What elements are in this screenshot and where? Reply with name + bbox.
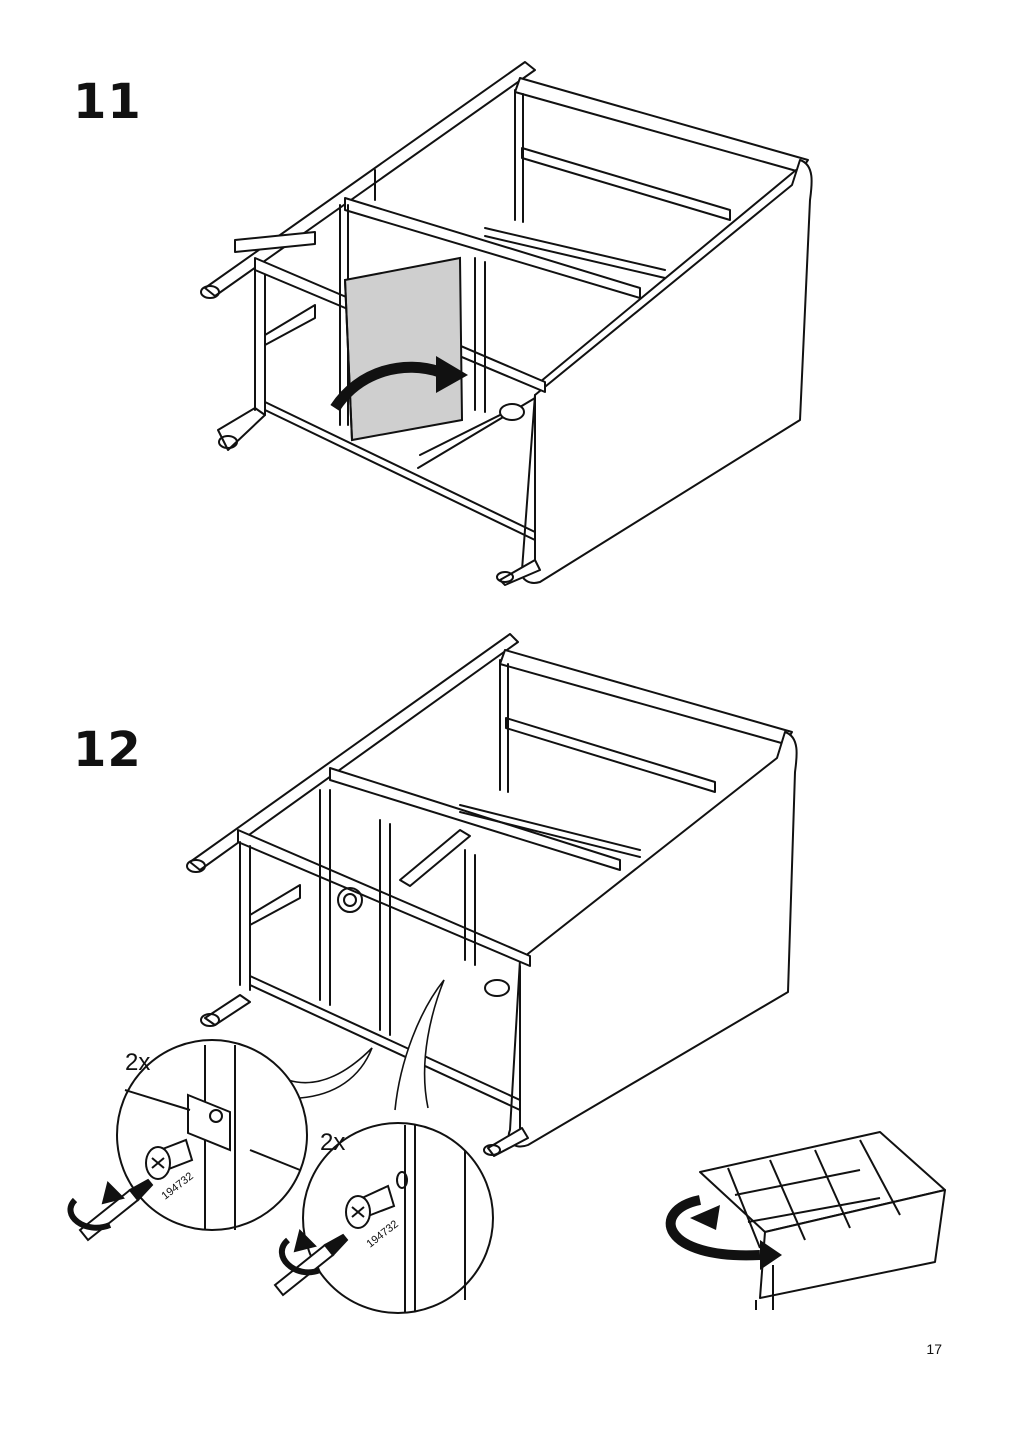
- quantity-label-1: 2x: [125, 1049, 150, 1076]
- detail-leader-lines: [287, 979, 445, 1111]
- detail-view-1: 194732 2x: [116, 1039, 308, 1231]
- rotate-arrow-icon: [330, 356, 468, 412]
- drawer-panel: [343, 256, 464, 442]
- step-12-frame-illustration: [186, 633, 798, 1157]
- step-number-11: 11: [73, 74, 142, 130]
- flip-over-icon: [665, 1195, 782, 1270]
- screwdriver-icon: [273, 1229, 349, 1297]
- screw-icon: [145, 1138, 194, 1180]
- quantity-label-2: 2x: [320, 1129, 345, 1156]
- detail-view-2: 194732 2x: [302, 1122, 494, 1314]
- step-11-frame-illustration: [200, 61, 813, 586]
- screw-icon: [345, 1184, 396, 1229]
- step-number-12: 12: [73, 722, 142, 778]
- screwdriver-icon: [67, 1178, 154, 1242]
- flipped-frame-illustration: [699, 1131, 946, 1310]
- page-number: 17: [926, 1341, 942, 1357]
